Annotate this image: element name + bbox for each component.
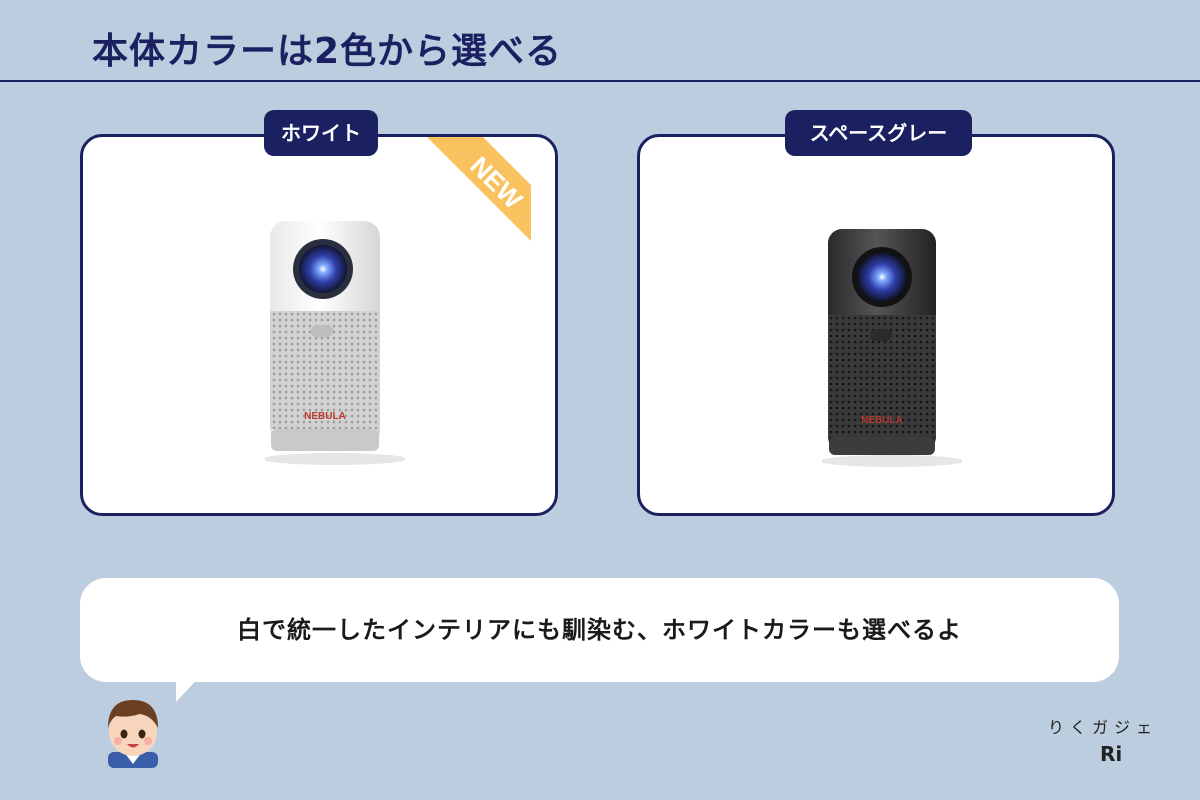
grey-model-label: スペースグレー bbox=[785, 110, 972, 156]
site-logo-kana: りくガジェ bbox=[1048, 718, 1159, 737]
white-brand-text: NEBULA bbox=[304, 411, 346, 422]
new-badge: NEW bbox=[427, 137, 531, 241]
white-projector-image: NEBULA bbox=[265, 221, 405, 465]
page-title: 本体カラーは2色から選べる bbox=[92, 31, 563, 72]
grey-brand-text: NEBULA bbox=[861, 415, 903, 426]
white-model-label: ホワイト bbox=[264, 110, 378, 156]
speech-bubble-tail bbox=[176, 672, 204, 702]
site-logo-initials: Ri bbox=[1100, 742, 1123, 766]
speech-bubble: 白で統一したインテリアにも馴染む、ホワイトカラーも選べるよ bbox=[80, 578, 1119, 682]
white-model-card: NEW NEBULA bbox=[80, 134, 558, 516]
speech-text: 白で統一したインテリアにも馴染む、ホワイトカラーも選べるよ bbox=[237, 616, 962, 644]
grey-projector-image: NEBULA bbox=[822, 229, 962, 467]
header-bar: 本体カラーは2色から選べる bbox=[0, 0, 1200, 82]
grey-model-card: NEBULA bbox=[637, 134, 1115, 516]
boy-avatar-icon bbox=[108, 700, 158, 768]
